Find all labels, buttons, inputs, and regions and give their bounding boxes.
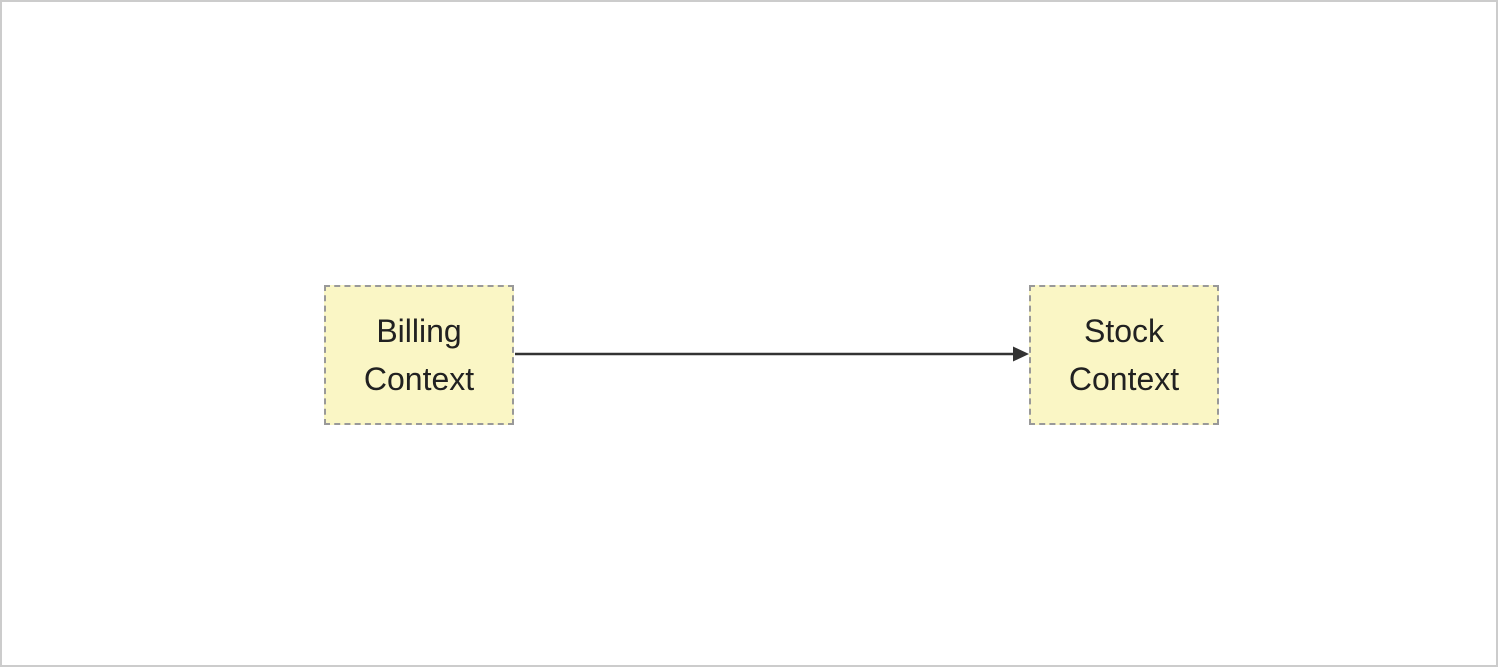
node-billing-context: Billing Context xyxy=(324,285,514,425)
node-stock-context: Stock Context xyxy=(1029,285,1219,425)
node-billing-context-label: Billing Context xyxy=(363,313,475,397)
node-stock-context-label: Stock Context xyxy=(1068,313,1180,397)
arrow-head xyxy=(1013,346,1029,362)
